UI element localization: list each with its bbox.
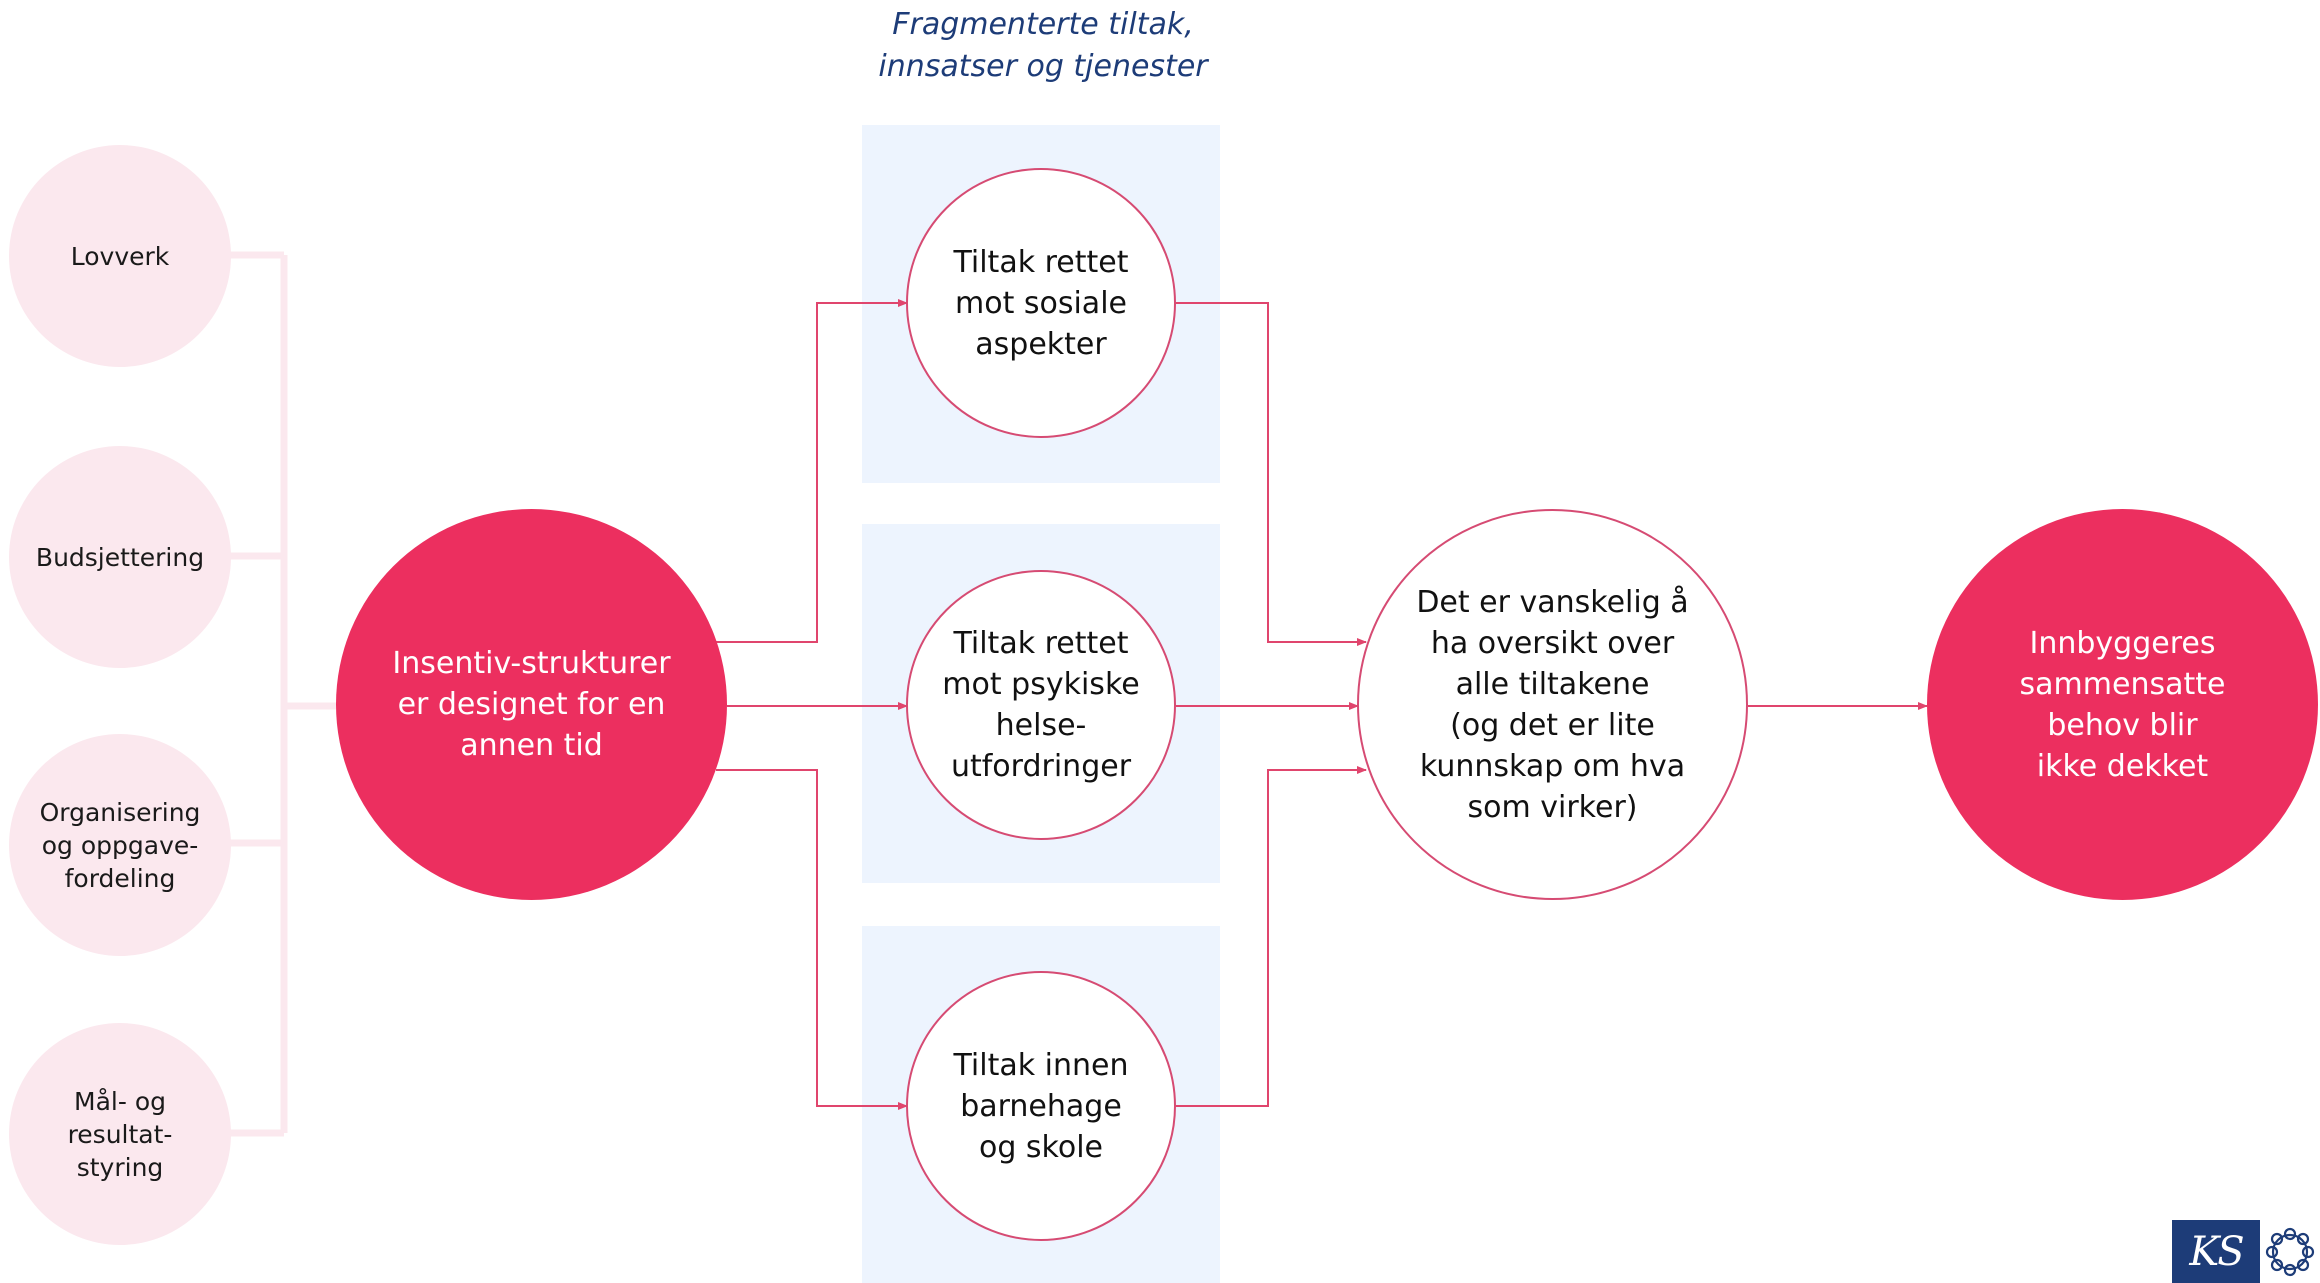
factor-node-maal-og-resultatstyring: Mål- og resultat- styring [9,1023,231,1245]
measure-label: mot psykiske [942,667,1140,702]
measure-node-social: Tiltak rettet mot sosiale aspekter [906,168,1176,438]
measure-label: helse- [995,708,1087,743]
group-header-line: innsatser og tjenester [878,49,1208,84]
factor-label: Lovverk [70,241,170,271]
overview-label: Det er vanskelig å [1416,584,1689,620]
measure-label: og skole [978,1129,1103,1165]
ks-logo-mark: KS [2172,1220,2260,1283]
outcome-label: sammensatte [2019,666,2226,702]
outcome-label: behov blir [2047,707,2198,743]
overview-label: ha oversikt over [1430,625,1675,661]
measure-label: Tiltak rettet [953,244,1129,280]
group-header-line: Fragmenterte tiltak, [892,7,1194,42]
factor-label: resultat- [67,1119,173,1149]
factor-label: styring [76,1152,164,1182]
factor-label: Mål- og [74,1086,166,1116]
arrow-cause-to-school [716,769,908,1110]
factor-node-organisering: Organisering og oppgave- fordeling [9,734,231,956]
cause-node: Insentiv-strukturer er designet for en a… [336,509,727,900]
factor-label: fordeling [64,863,176,893]
measure-label: utfordringer [950,749,1132,784]
outcome-label: ikke dekket [2036,748,2209,784]
arrow-social-to-overview [1176,302,1367,646]
cause-label: er designet for en [397,687,666,722]
measure-label: Tiltak innen [953,1047,1129,1083]
cause-label: annen tid [460,728,603,763]
arrow-cause-to-social [716,299,908,643]
overview-label: alle tiltakene [1455,666,1650,702]
overview-label: (og det er lite [1450,707,1655,743]
outcome-label: Innbyggeres [2029,625,2216,661]
outcome-node: Innbyggeres sammensatte behov blir ikke … [1927,509,2318,900]
measure-node-school: Tiltak innen barnehage og skole [906,971,1176,1241]
factor-node-lovverk: Lovverk [9,145,231,367]
measure-label: aspekter [975,326,1107,362]
factor-label: Budsjettering [35,542,205,572]
factor-label: Organisering [39,797,201,827]
ks-logo: KS [2172,1220,2320,1283]
overview-label: kunnskap om hva [1419,748,1686,784]
factor-label: og oppgave- [41,830,199,860]
measure-label: barnehage [960,1088,1122,1124]
measure-label: Tiltak rettet [953,626,1129,661]
chain-ring-icon [2260,1220,2320,1283]
measure-node-mental-health: Tiltak rettet mot psykiske helse- utford… [906,570,1176,840]
arrow-school-to-overview [1176,766,1367,1107]
overview-node: Det er vanskelig å ha oversikt over alle… [1357,509,1748,900]
overview-label: som virker) [1467,789,1638,825]
cause-label: Insentiv-strukturer [392,646,671,681]
factor-bracket [228,251,338,1137]
group-header: Fragmenterte tiltak, innsatser og tjenes… [843,4,1243,88]
measure-label: mot sosiale [954,285,1127,321]
factor-node-budsjettering: Budsjettering [9,446,231,668]
